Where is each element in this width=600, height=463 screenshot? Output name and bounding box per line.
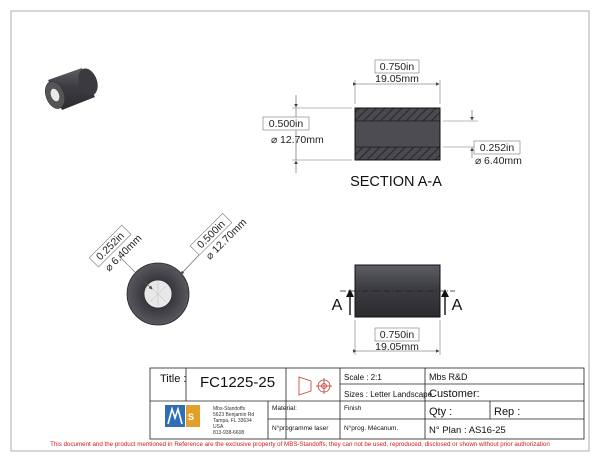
finish-label: Finish <box>344 405 362 412</box>
logo-line-2: Tampa, FL 33634 <box>213 418 252 424</box>
section-od-basic-box <box>262 116 310 131</box>
section-od-in: 0.500in <box>269 118 304 130</box>
section-bore <box>354 120 441 148</box>
title-label: Title : <box>160 373 187 385</box>
section-id-mm: 6.40mm <box>484 155 522 167</box>
side-length-basic-box <box>374 327 420 342</box>
part-number: FC1225-25 <box>200 374 275 391</box>
section-wall-top <box>354 107 441 122</box>
mechanical-program-label: N°prog. Mécanum. <box>344 424 398 432</box>
section-outline <box>354 107 441 161</box>
sheet-border <box>10 10 590 452</box>
end-od-basic-box <box>189 212 233 256</box>
scale-text: Scale : 2:1 <box>344 373 382 382</box>
section-wall-bottom <box>354 146 441 161</box>
section-od-mm: 12.70mm <box>280 134 324 146</box>
section-label: SECTION A-A <box>350 174 442 190</box>
end-view: 0.252in ⌀ 6.40mm 0.500in ⌀ 12.70mm <box>88 212 250 326</box>
company-logo: S <box>165 405 200 427</box>
section-id-diameter-icon: ⌀ <box>475 155 482 167</box>
side-view: A A 0.750in 19.05mm <box>332 264 463 355</box>
customer-label: Customer: <box>429 388 480 400</box>
end-id-basic-box <box>88 224 132 268</box>
material-label: Material: <box>272 405 297 412</box>
section-marker-left: A <box>332 297 343 314</box>
section-marker-right: A <box>452 297 463 314</box>
company-name: Mbs R&D <box>429 372 468 382</box>
qty-label: Qty : <box>429 406 452 418</box>
projection-symbol-icon <box>298 376 332 396</box>
svg-text:S: S <box>188 412 194 422</box>
isometric-view <box>44 68 98 110</box>
rep-label: Rep : <box>494 406 520 418</box>
property-notice: This document and the product mentioned … <box>50 441 550 448</box>
laser-program-label: N°programme laser <box>272 424 329 432</box>
logo-line-0: Mbs-Standoffs <box>213 406 246 412</box>
title-block <box>149 367 585 440</box>
section-length-in: 0.750in <box>380 61 415 73</box>
section-view: 0.750in 19.05mm 0.500in ⌀ 12.70mm 0.252i… <box>262 59 522 190</box>
section-od-diameter-icon: ⌀ <box>271 134 278 146</box>
side-length-mm: 19.05mm <box>375 341 419 353</box>
plan-number: N° Plan : AS16-25 <box>429 425 506 436</box>
logo-line-3: USA <box>213 424 224 430</box>
section-id-basic-box <box>473 140 521 155</box>
section-length-mm: 19.05mm <box>375 73 419 85</box>
sizes-text: Sizes : Letter Landscape <box>344 390 433 399</box>
section-length-basic-box <box>374 59 420 74</box>
section-id-in: 0.252in <box>480 142 515 154</box>
side-length-in: 0.750in <box>380 329 415 341</box>
logo-line-4: 813-938-6608 <box>213 430 244 436</box>
logo-line-1: 5623 Benjamin Rd <box>213 412 254 418</box>
title-block-text: Title : FC1225-25 Scale : 2:1 Sizes : Le… <box>160 372 520 436</box>
